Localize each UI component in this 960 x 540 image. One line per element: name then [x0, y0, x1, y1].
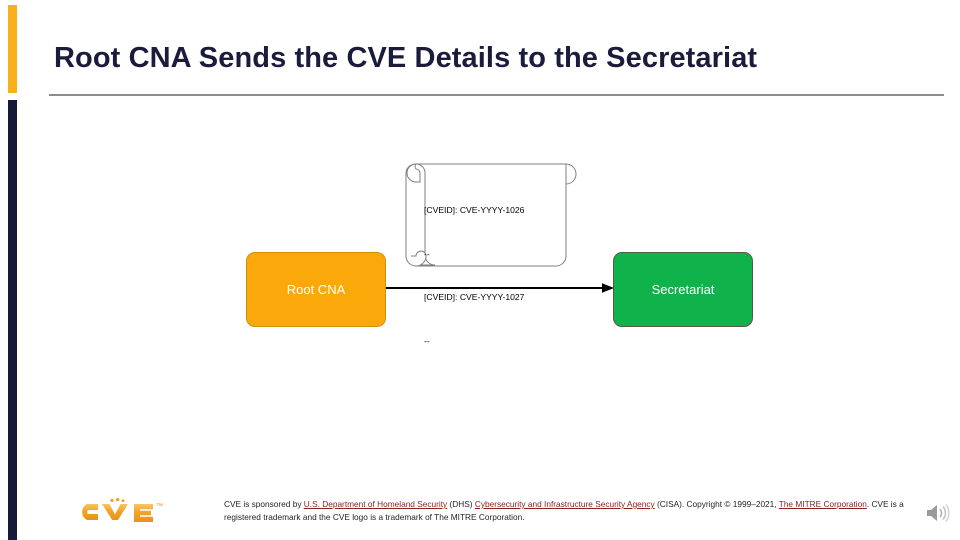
node-root-cna[interactable]: Root CNA	[246, 252, 386, 327]
accent-bar-navy	[8, 100, 17, 540]
title-divider	[49, 94, 944, 96]
cve-logo-trademark: ™	[156, 503, 163, 510]
connector-root-cna-to-secretariat	[386, 281, 616, 295]
node-secretariat[interactable]: Secretariat	[613, 252, 753, 327]
note-line-3: [CVEID]: CVE-YYYY-1027	[424, 292, 525, 302]
link-cisa[interactable]: Cybersecurity and Infrastructure Securit…	[474, 499, 655, 509]
arrow-icon	[386, 283, 614, 293]
cve-logo-icon: ™	[82, 497, 163, 522]
footer-mid-2: (CISA). Copyright © 1999–2021,	[654, 499, 779, 509]
speaker-icon-glyph	[927, 504, 950, 522]
note-text: [CVEID]: CVE-YYYY-1026 -- [CVEID]: CVE-Y…	[424, 174, 574, 377]
link-dhs[interactable]: U.S. Department of Homeland Security	[303, 499, 448, 509]
footer-prefix: CVE is sponsored by	[224, 499, 304, 509]
note-line-1: [CVEID]: CVE-YYYY-1026	[424, 205, 525, 215]
footer-suffix: . CVE is a registered trademark and the …	[224, 499, 904, 522]
link-mitre[interactable]: The MITRE Corporation	[778, 499, 867, 509]
scroll-shape-icon	[405, 163, 577, 267]
note-line-4: --	[424, 335, 430, 346]
accent-bar-amber	[8, 5, 17, 93]
footer-legal-text: CVE is sponsored by U.S. Department of H…	[224, 498, 936, 523]
footer-mid-1: (DHS)	[447, 499, 475, 509]
cve-logo: ™	[72, 496, 176, 528]
cve-details-note: [CVEID]: CVE-YYYY-1026 -- [CVEID]: CVE-Y…	[404, 152, 580, 346]
page-title: Root CNA Sends the CVE Details to the Se…	[54, 42, 758, 74]
node-secretariat-label: Secretariat	[651, 282, 715, 297]
note-line-2: --	[424, 248, 430, 259]
node-root-cna-label: Root CNA	[286, 282, 346, 297]
speaker-icon[interactable]	[925, 500, 951, 526]
